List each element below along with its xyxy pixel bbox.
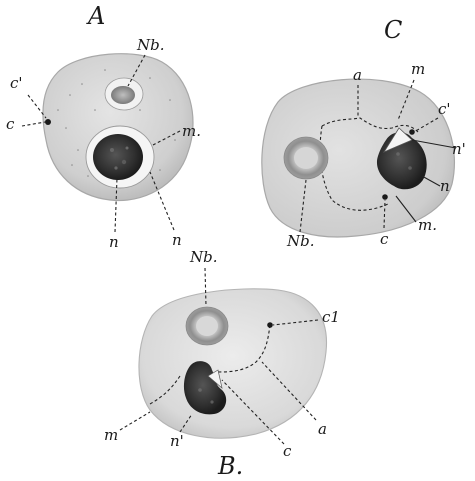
cell-c-label-m2: m. [418, 216, 437, 234]
panel-c: C a m c' n' n Nb. c m. [262, 16, 466, 250]
cell-b-label-c: c [283, 442, 292, 460]
cell-b-label-nb: Nb. [189, 248, 218, 266]
cell-c-centrosome-1 [409, 129, 415, 135]
cell-a-label-c: c [6, 115, 15, 133]
cell-a-label-m: m. [182, 122, 201, 140]
panel-c-title: C [384, 16, 402, 44]
cell-a-nucleus [86, 126, 154, 188]
cell-c-label-a: a [353, 66, 362, 84]
panel-a-title: A [86, 2, 105, 30]
cell-b-label-c1: c1 [322, 308, 340, 326]
cell-c-nucleolus [284, 137, 328, 179]
cell-b-label-a: a [318, 420, 327, 438]
cell-a-label-nb: Nb. [136, 36, 165, 54]
panel-b: B. Nb. c1 m n' c a [104, 248, 340, 480]
cell-b-centrosome [267, 322, 273, 328]
cell-c-label-m: m [411, 60, 425, 78]
cell-a-label-n: n [109, 233, 119, 251]
cell-a-nucleolus [105, 78, 143, 110]
cell-a-label-n2: n [172, 231, 182, 249]
cell-c-label-nb: Nb. [286, 232, 315, 250]
cell-c-label-n: n [440, 177, 450, 195]
cell-b-m-leader [120, 412, 150, 430]
panel-b-title: B. [217, 452, 243, 480]
cell-c-centrosome-2 [382, 194, 388, 200]
cell-c-label-nprime: n' [452, 140, 466, 158]
cell-b-nucleolus [186, 307, 228, 345]
cell-a-c-leader [22, 122, 45, 126]
panel-a: A N [6, 2, 201, 251]
cell-a-centrosome [45, 119, 51, 125]
cell-c-label-c: c [380, 230, 389, 248]
cell-b-outline [139, 289, 327, 438]
cell-c-label-cprime: c' [438, 100, 451, 118]
cell-b-label-m: m [104, 426, 118, 444]
cell-a-label-cprime: c' [10, 74, 23, 92]
cell-b-label-nprime: n' [170, 432, 184, 450]
